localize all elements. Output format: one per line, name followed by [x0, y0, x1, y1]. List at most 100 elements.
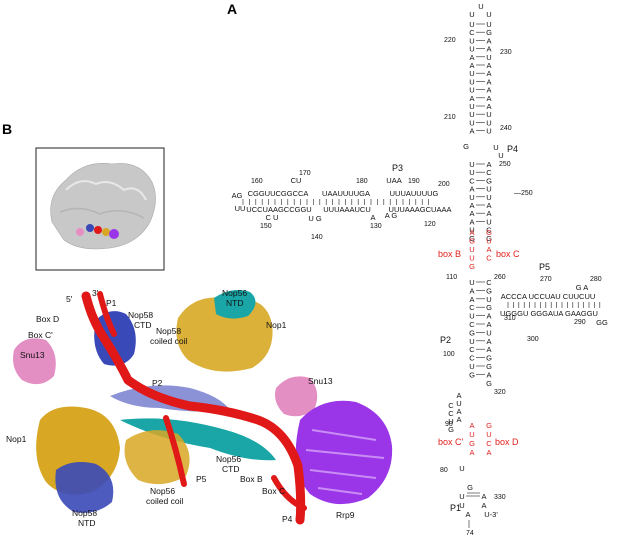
num-74: 74 [466, 530, 474, 537]
stem-top-pair-ticks [476, 23, 485, 131]
struct-nop56-ctd-1: Nop56 [216, 454, 241, 464]
nt-stem-top-left-6: U [469, 69, 474, 78]
nt-stem-lower-left-10: U [469, 362, 474, 371]
nt-stem-top-right-4: U [486, 53, 491, 62]
inset-nop58 [86, 224, 94, 232]
nt-box-c-prime-0: A [469, 421, 474, 430]
nt-stem-top-left-5: A [469, 61, 474, 70]
nt-stem-mid-left-0: U [469, 160, 474, 169]
nt-box-d-2: C [486, 439, 492, 448]
nt-stem-lower-right-11: A [486, 370, 491, 379]
nt-stem-top-left-10: U [469, 102, 474, 111]
nop58-ctd-domain [94, 311, 136, 366]
num-300: 300 [527, 336, 539, 343]
rna-p4-arm [271, 475, 307, 511]
num-80: 80 [440, 467, 448, 474]
num-250-tag: —250 [514, 190, 533, 197]
struct-nop56-cc-1: Nop56 [150, 486, 175, 496]
nt-stem-mid-right-4: U [486, 193, 491, 202]
struct-nop58-ctd-1: Nop58 [128, 310, 153, 320]
panel-label-a: A [227, 1, 237, 17]
struct-3prime: 3' [92, 288, 99, 298]
nt-loop-90-a-1: U [456, 399, 461, 408]
p3-bottom-mid: UUUAAAUCU [323, 205, 371, 214]
nt-top-loop-1: U [478, 2, 483, 11]
rna-p1-strand [97, 291, 117, 337]
struct-nop58-ntd-1: Nop58 [72, 508, 97, 518]
nt-stem-mid-left-1: U [469, 168, 474, 177]
label-p2: P2 [440, 335, 451, 345]
p3-loop-uu: UU [235, 204, 246, 213]
nt-stem-top-left-8: U [469, 86, 474, 95]
nt-stem-lower-right-7: A [486, 337, 491, 346]
nt-stem-lower-left-3: C [469, 303, 475, 312]
nt-stem-top-right-5: A [486, 61, 491, 70]
struct-nop58-ntd-2: NTD [78, 518, 95, 528]
rrp9-strands [305, 429, 385, 495]
nt-box-b-0: A [469, 228, 474, 237]
num-320: 320 [494, 389, 506, 396]
num-260: 260 [494, 274, 506, 281]
stem-lower-pair-ticks [476, 281, 485, 375]
nt-box-b-1: G [469, 237, 475, 246]
nt-stem-lower-right-0: C [486, 278, 492, 287]
nt-stem-lower-right-5: A [486, 320, 491, 329]
nt-box-d-0: G [486, 421, 492, 430]
struct-nop56-ctd-2: CTD [222, 464, 239, 474]
nt-box-c-2: A [486, 245, 491, 254]
num-290: 290 [574, 319, 586, 326]
nt-stem-top-right-12: U [486, 118, 491, 127]
p5-bottom: UGGGU GGGAUA GAAGGU [500, 309, 598, 318]
nt-three-prime: U-3' [484, 510, 498, 519]
nt-stem-lower-left-0: U [469, 278, 474, 287]
p3-loop-ag: AG [232, 191, 243, 200]
nt-stem-mid-right-9: G [486, 234, 492, 243]
num-210: 210 [444, 114, 456, 121]
p3-top-left: CGGUUCGGCCA [248, 189, 309, 198]
inset-nop1 [102, 228, 110, 236]
nt-stem-mid-left-8: U [469, 226, 474, 235]
struct-box-b: Box B [240, 474, 263, 484]
struct-nop56-ntd-2: NTD [226, 298, 243, 308]
nt-stem-top-left-11: U [469, 110, 474, 119]
nt-stem-top-right-2: A [486, 36, 491, 45]
nt-stem-lower-left-1: A [469, 286, 474, 295]
nt-stem-mid-left-5: A [469, 201, 474, 210]
nt-stem-lower-right-4: A [486, 312, 491, 321]
nt-loop-90-b-2: U [448, 417, 453, 426]
nt-stem-lower-right-1: G [486, 286, 492, 295]
nt-loop-90-b-3: G [448, 425, 454, 434]
nt-stem-lower-left-4: U [469, 312, 474, 321]
density-shadow [59, 207, 145, 219]
nt-stem-mid-right-0: A [486, 160, 491, 169]
struct-nop1-left: Nop1 [6, 434, 27, 444]
nt-stem-top-right-0: U [486, 20, 491, 29]
num-240: 240 [500, 125, 512, 132]
nt-a-p1: A [481, 492, 486, 501]
struct-snu13-right: Snu13 [308, 376, 333, 386]
nt-stem-mid-left-2: C [469, 176, 475, 185]
struct-nop56-ntd-1: Nop56 [222, 288, 247, 298]
struct-nop1-right: Nop1 [266, 320, 287, 330]
nt-stem-mid-right-3: U [486, 185, 491, 194]
p3-bulge-ag: A G [385, 211, 398, 220]
nt-stem-top-right-13: U [486, 127, 491, 136]
inset-snu13 [76, 228, 84, 236]
density-highlight [65, 180, 147, 201]
p3-bottom-left: UCCUAAGCCGGU [246, 205, 311, 214]
nt-stem-top-left-4: A [469, 53, 474, 62]
num-270: 270 [540, 276, 552, 283]
p3-bulge-uaa: UAA [386, 176, 401, 185]
nt-u-80: U [459, 464, 464, 473]
struct-nop58-ctd-2: CTD [134, 320, 151, 330]
nt-a-p1-2: A [481, 501, 486, 510]
snu13-left-domain [13, 338, 56, 385]
label-box-c-prime: box C' [438, 437, 464, 447]
nt-stem-top-right-11: U [486, 110, 491, 119]
num-100: 100 [443, 351, 455, 358]
